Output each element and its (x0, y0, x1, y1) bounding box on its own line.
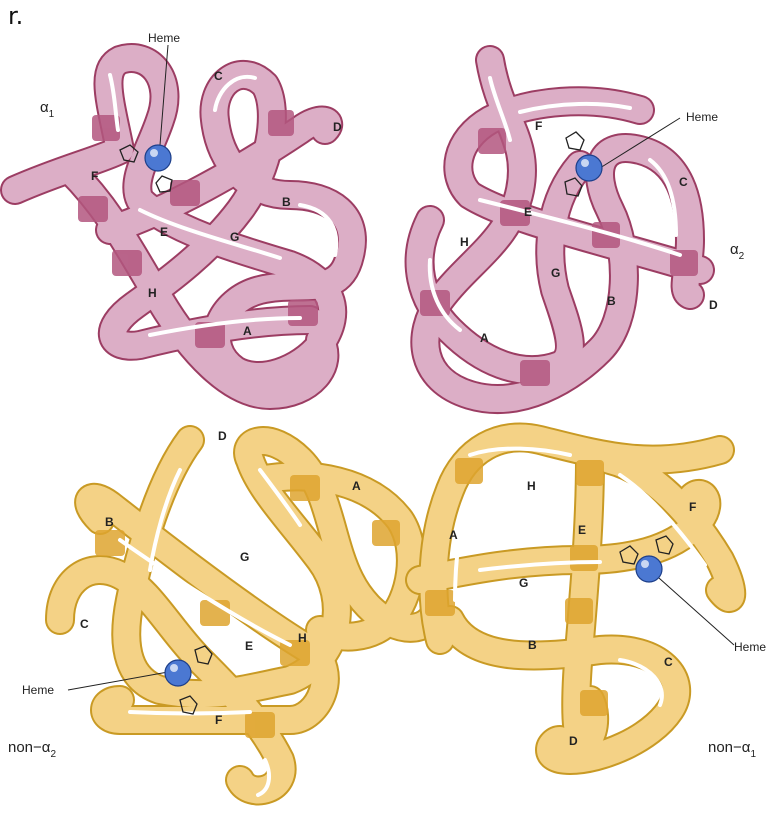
non-alpha1-chain-label: non−α1 (708, 739, 756, 760)
subunit-non-alpha1: Heme non−α1 A B C D E F G H (420, 437, 766, 760)
non-alpha2-heme-label: Heme (22, 683, 54, 697)
alpha2-heme-sphere (576, 155, 602, 181)
alpha2-heme-label: Heme (686, 110, 718, 124)
non-alpha2-helix-h: H (298, 631, 307, 645)
non-alpha1-helix-e: E (578, 523, 586, 537)
alpha1-chain-label: α1 (40, 99, 55, 120)
non-alpha2-helix-d: D (218, 429, 227, 443)
alpha2-helix-h: H (460, 235, 469, 249)
non-alpha2-helix-b: B (105, 515, 114, 529)
alpha2-tube-fill (420, 60, 700, 399)
non-alpha1-helix-d: D (569, 734, 578, 748)
subunit-alpha2: Heme α2 A B C D E F G H (420, 60, 745, 399)
subunit-alpha1: Heme α1 A B C D E F G H (15, 31, 352, 395)
alpha1-heme-label: Heme (148, 31, 180, 45)
non-alpha2-helix-f: F (215, 713, 222, 727)
non-alpha1-heme-label: Heme (734, 640, 766, 654)
alpha2-helix-d: D (709, 298, 718, 312)
non-alpha2-helix-a: A (352, 479, 361, 493)
non-alpha1-helix-f: F (689, 500, 696, 514)
non-alpha2-chain-label: non−α2 (8, 739, 56, 760)
non-alpha1-helix-a: A (449, 528, 458, 542)
subunit-non-alpha2: Heme non−α2 A B C D E F G H (8, 429, 430, 795)
alpha2-helix-f: F (535, 119, 542, 133)
non-alpha2-heme-sphere (165, 660, 191, 686)
alpha2-helix-e: E (524, 205, 532, 219)
alpha1-helix-h: H (148, 286, 157, 300)
alpha1-helix-d: D (333, 120, 342, 134)
alpha2-helix-g: G (551, 266, 560, 280)
non-alpha1-heme-sphere (636, 556, 662, 582)
alpha1-helix-e: E (160, 225, 168, 239)
alpha2-helix-b: B (607, 294, 616, 308)
non-alpha1-helix-h: H (527, 479, 536, 493)
alpha1-helix-a: A (243, 324, 252, 338)
non-alpha2-helix-g: G (240, 550, 249, 564)
alpha2-helix-c: C (679, 175, 688, 189)
alpha1-helix-f: F (91, 169, 98, 183)
alpha1-helix-b: B (282, 195, 291, 209)
alpha2-chain-label: α2 (730, 241, 745, 262)
non-alpha1-helix-c: C (664, 655, 673, 669)
alpha1-helix-c: C (214, 69, 223, 83)
alpha1-helix-g: G (230, 230, 239, 244)
non-alpha2-helix-c: C (80, 617, 89, 631)
non-alpha2-helix-e: E (245, 639, 253, 653)
non-alpha1-helix-b: B (528, 638, 537, 652)
alpha1-heme-sphere (145, 145, 171, 171)
alpha2-helix-a: A (480, 331, 489, 345)
non-alpha1-helix-g: G (519, 576, 528, 590)
